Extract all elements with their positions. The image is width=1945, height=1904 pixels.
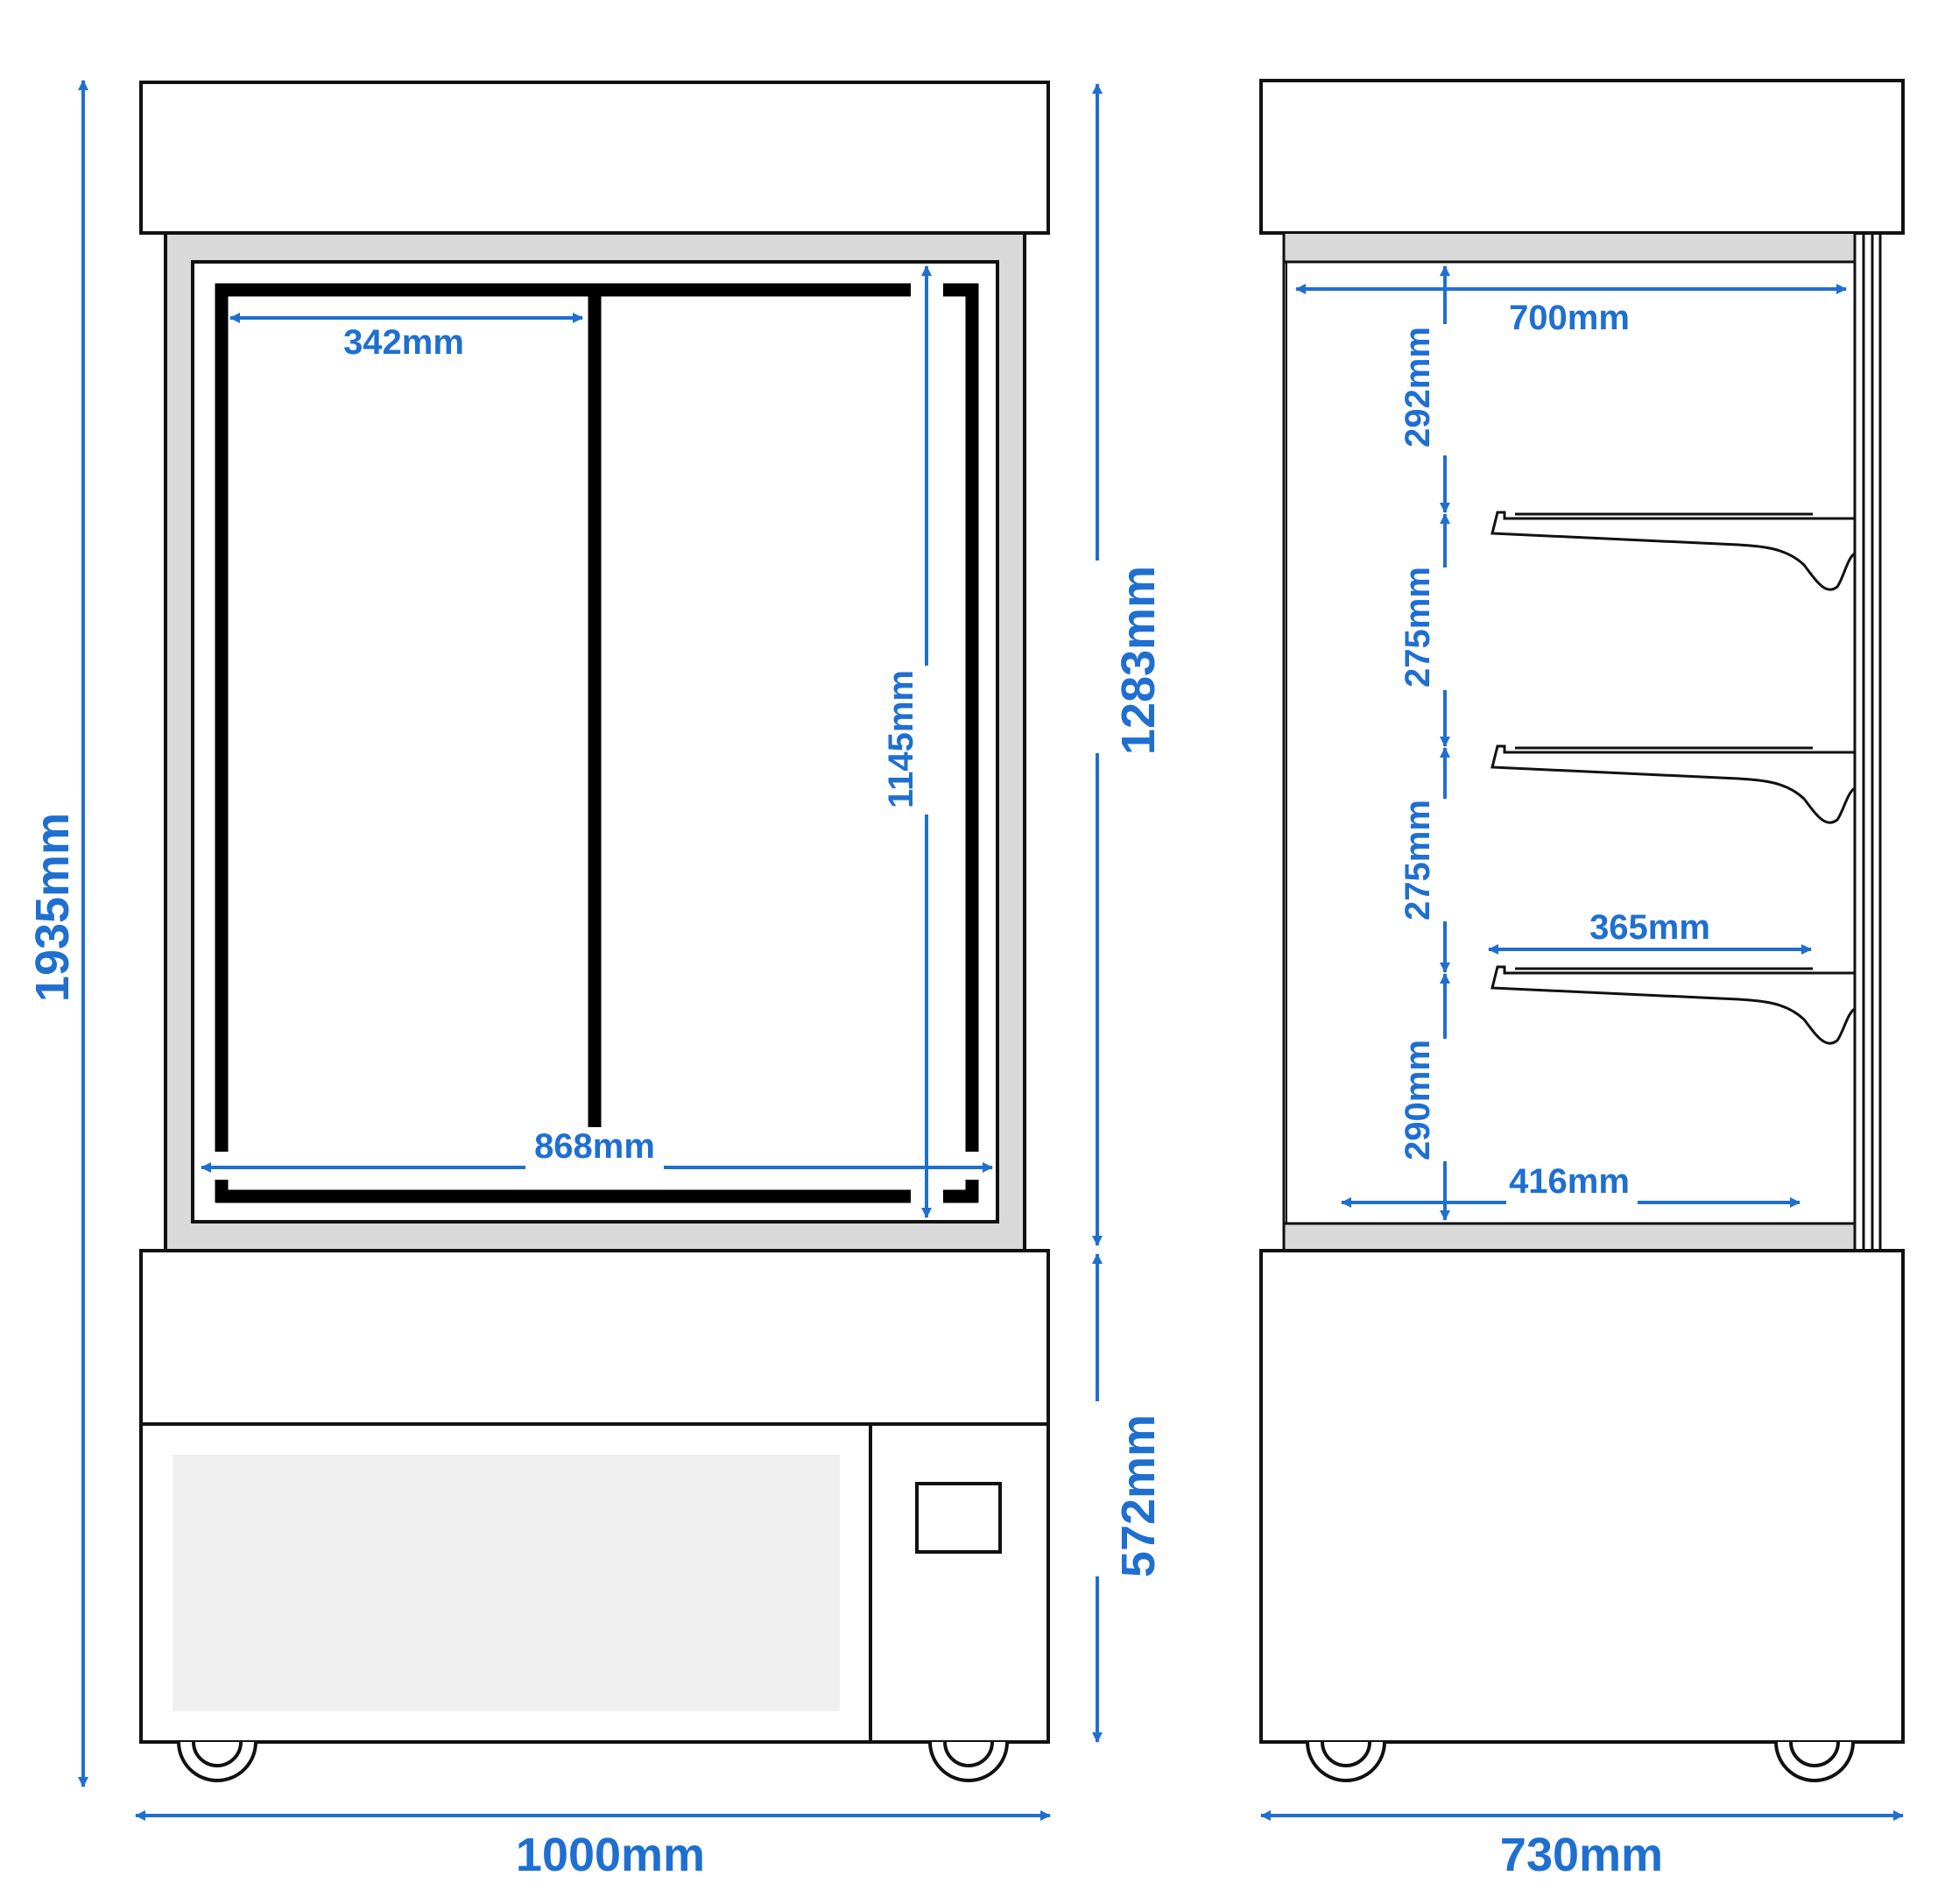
front-vent-panel [173, 1455, 840, 1711]
label-interior-width: 868mm [534, 1127, 655, 1166]
label-overall-width: 1000mm [516, 1829, 705, 1881]
label-display-height: 1283mm [1112, 566, 1165, 755]
label-gap-top: 292mm [1399, 327, 1437, 448]
label-door-width: 342mm [343, 323, 464, 362]
side-top-canopy [1259, 79, 1905, 235]
side-view [1259, 79, 1905, 1782]
side-back-wall [1853, 233, 1882, 1251]
right-door-frame-top [943, 283, 979, 1152]
side-right-wheel [1774, 1741, 1855, 1782]
dimension-labels: 1935mm 1283mm 572mm 1000mm 342mm 868mm 1… [26, 299, 1710, 1881]
control-panel[interactable] [915, 1482, 1002, 1554]
shelf-3 [1490, 965, 1857, 1045]
side-frame-top-strip [1283, 232, 1856, 263]
label-base-height: 572mm [1112, 1414, 1165, 1577]
label-gap-3: 275mm [1399, 800, 1437, 920]
front-right-wheel [928, 1741, 1009, 1782]
side-left-wheel [1306, 1741, 1386, 1782]
front-base-upper [139, 1249, 1050, 1426]
left-door-frame [215, 283, 911, 1152]
side-frame-bottom-strip [1283, 1223, 1856, 1252]
label-overall-depth: 730mm [1500, 1829, 1663, 1881]
label-shelf-depth: 365mm [1589, 908, 1710, 947]
front-left-wheel [177, 1741, 257, 1782]
side-base [1259, 1249, 1905, 1744]
front-top-canopy [139, 81, 1050, 235]
label-gap-2: 275mm [1399, 567, 1437, 688]
label-overall-height: 1935mm [26, 813, 79, 1002]
label-interior-depth-top: 700mm [1509, 299, 1630, 337]
sliding-doors [215, 283, 979, 1203]
shelf-2 [1490, 744, 1857, 824]
label-gap-bottom: 290mm [1399, 1040, 1437, 1160]
label-interior-height: 1145mm [882, 670, 920, 808]
label-backgrounds [18, 324, 1638, 1576]
label-interior-depth-bottom: 416mm [1509, 1162, 1630, 1201]
shelf-1 [1490, 511, 1857, 591]
front-view [139, 81, 1050, 1782]
